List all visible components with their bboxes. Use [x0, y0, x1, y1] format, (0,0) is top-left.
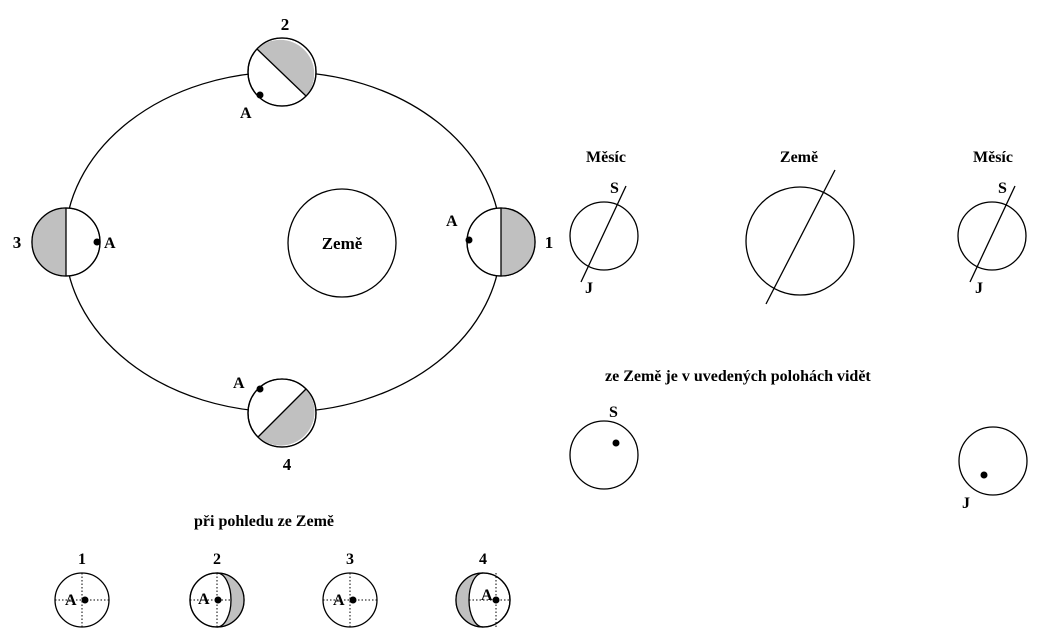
point-a-label: A	[65, 592, 77, 609]
moon-left-axis: S J	[569, 180, 639, 297]
north-label: S	[609, 404, 618, 421]
visible-caption: ze Země je v uvedených polohách vidět	[605, 368, 871, 385]
point-a-dot	[465, 236, 473, 244]
phase-label-1: 1	[78, 551, 86, 568]
point-dot	[980, 471, 988, 479]
position-label-3: 3	[13, 233, 22, 252]
orbit-diagram: Země A 2 A 3 A 1	[13, 15, 554, 474]
point-a-dot	[214, 596, 222, 604]
earth-center-label: Země	[322, 234, 363, 253]
point-a-label: A	[240, 105, 252, 122]
point-a-label: A	[198, 591, 210, 608]
south-label: J	[975, 280, 983, 297]
north-label: S	[998, 180, 1007, 197]
point-a-label: A	[233, 375, 245, 392]
visible-south: J	[958, 426, 1028, 512]
point-a-dot	[81, 596, 89, 604]
earth-circle	[287, 188, 397, 298]
moon-left-title: Měsíc	[586, 149, 626, 166]
phase-2: 2 A	[189, 551, 245, 628]
phase-4: 4 A	[455, 551, 511, 628]
moon-orbit	[64, 71, 502, 413]
point-a-dot	[492, 596, 500, 604]
axis-tilt-section: Měsíc Země Měsíc S J S J	[569, 149, 1027, 305]
phase-1: 1 A	[54, 551, 110, 628]
earth-axis	[745, 169, 855, 305]
visible-from-earth-section: ze Země je v uvedených polohách vidět S …	[569, 368, 1028, 512]
point-a-label: A	[333, 592, 345, 609]
north-label: S	[610, 180, 619, 197]
phase-3: 3 A	[322, 551, 378, 628]
phase-label-2: 2	[213, 551, 221, 568]
moon-right-axis: S J	[957, 180, 1027, 297]
view-caption: při pohledu ze Země	[194, 513, 334, 530]
phase-label-3: 3	[346, 551, 354, 568]
point-a-dot	[256, 385, 264, 393]
moon-right-title: Měsíc	[973, 149, 1013, 166]
moon-position-3: A 3	[13, 207, 116, 277]
point-a-label: A	[481, 587, 493, 604]
south-label: J	[585, 280, 593, 297]
point-a-dot	[93, 238, 101, 246]
moon-position-4: A 4	[233, 375, 317, 474]
point-a-dot	[349, 596, 357, 604]
point-a-label: A	[104, 235, 116, 252]
position-label-2: 2	[281, 15, 290, 34]
position-label-1: 1	[545, 233, 554, 252]
moon-position-2: A 2	[240, 15, 317, 122]
view-from-earth-section: při pohledu ze Země 1 A 2 A 3	[54, 513, 511, 628]
moon-position-1: A 1	[446, 207, 554, 277]
earth-title: Země	[780, 149, 818, 166]
position-label-4: 4	[283, 455, 292, 474]
point-a-dot	[256, 91, 264, 99]
south-label: J	[962, 495, 970, 512]
visible-north: S	[569, 404, 639, 490]
point-a-label: A	[446, 213, 458, 230]
point-dot	[612, 439, 620, 447]
phase-label-4: 4	[479, 551, 487, 568]
